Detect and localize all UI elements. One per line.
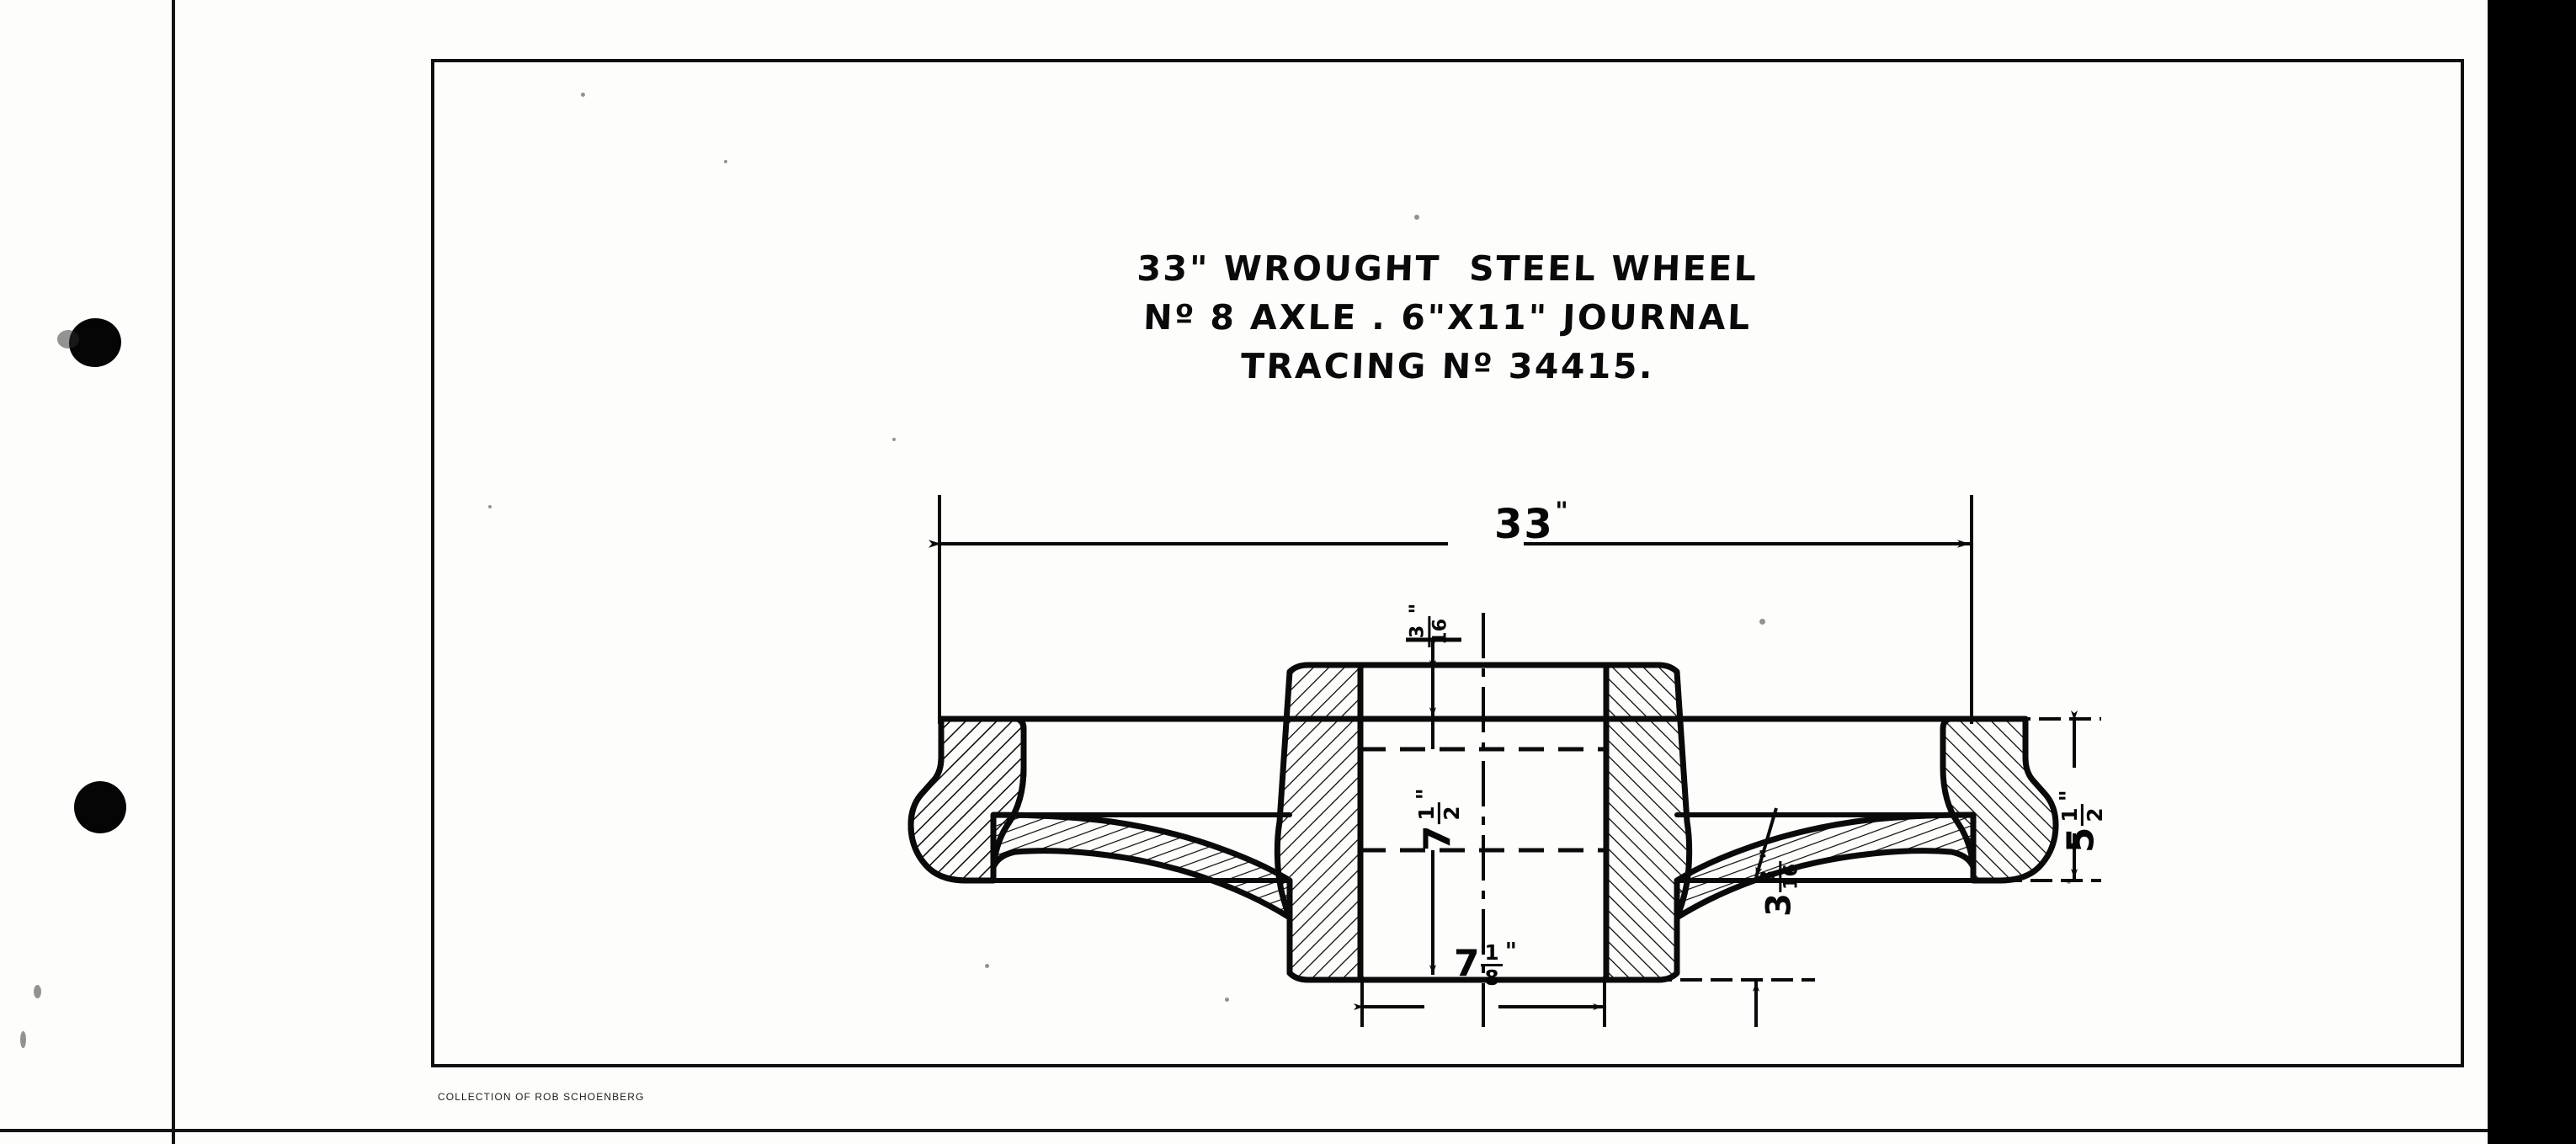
album-page-edge-line [172, 0, 175, 1144]
collection-credit: COLLECTION OF ROB SCHOENBERG [438, 1091, 645, 1103]
wheel-geometry [907, 495, 2101, 1027]
paper-speck [20, 1031, 26, 1048]
wheel-cross-section-drawing [907, 495, 2101, 1027]
paper-speck [892, 438, 896, 441]
drawing-sheet-border [431, 59, 2464, 1067]
paper-speck [724, 160, 727, 163]
binder-punch-hole-lower [74, 781, 126, 833]
hub-left-section [1274, 662, 1364, 983]
paper-speck [1414, 215, 1419, 220]
web-plate-right-section [1674, 811, 1977, 921]
paper-smudge [57, 330, 79, 349]
leader-line-plate-offset-lower [1754, 807, 1778, 878]
paper-speck [985, 964, 989, 968]
paper-speck [34, 985, 41, 998]
paper-speck [488, 505, 492, 508]
scan-edge-band [2488, 0, 2576, 1144]
paper-speck [1225, 998, 1229, 1002]
paper-speck [581, 93, 585, 97]
album-page-bottom-line [0, 1129, 2488, 1132]
paper-speck [1759, 619, 1765, 625]
web-plate-left-section [990, 811, 1293, 921]
hub-right-section [1603, 662, 1693, 983]
